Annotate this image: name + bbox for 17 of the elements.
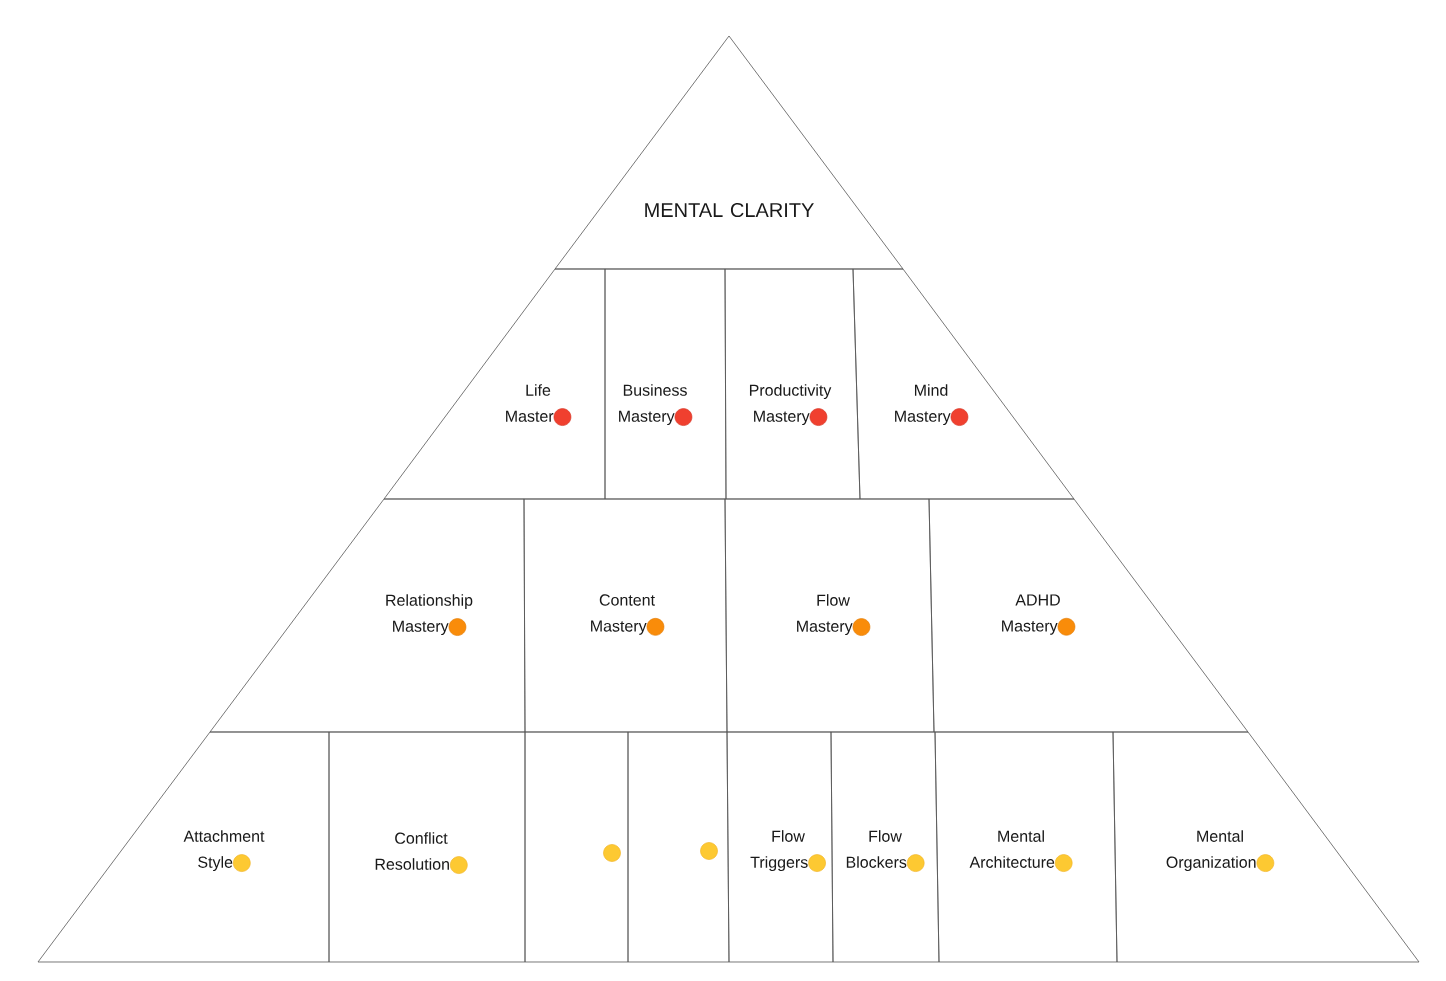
pyramid-cell: Flow Triggers <box>726 731 834 963</box>
pyramid-cell: Life Master <box>383 268 606 500</box>
pyramid-cell: ADHD Mastery <box>928 498 1249 733</box>
pyramid-cell: Relationship Mastery <box>209 498 526 733</box>
pyramid-cell <box>524 731 629 963</box>
pyramid-cell: Content Mastery <box>523 498 728 733</box>
pyramid-cell: Mental Architecture <box>934 731 1118 963</box>
pyramid-cell: Productivity Mastery <box>724 268 861 500</box>
pyramid-cell: Conflict Resolution <box>328 731 526 963</box>
pyramid-cell: Mind Mastery <box>852 268 1075 500</box>
pyramid-cell <box>627 731 730 963</box>
pyramid-cell: Mental Organization <box>1112 731 1420 963</box>
pyramid-cell: Business Mastery <box>604 268 727 500</box>
pyramid-cell: Flow Mastery <box>724 498 935 733</box>
pyramid-cell: Attachment Style <box>37 731 330 963</box>
pyramid-cell: MENTAL CLARITY <box>554 35 904 270</box>
pyramid-cell: Flow Blockers <box>830 731 940 963</box>
